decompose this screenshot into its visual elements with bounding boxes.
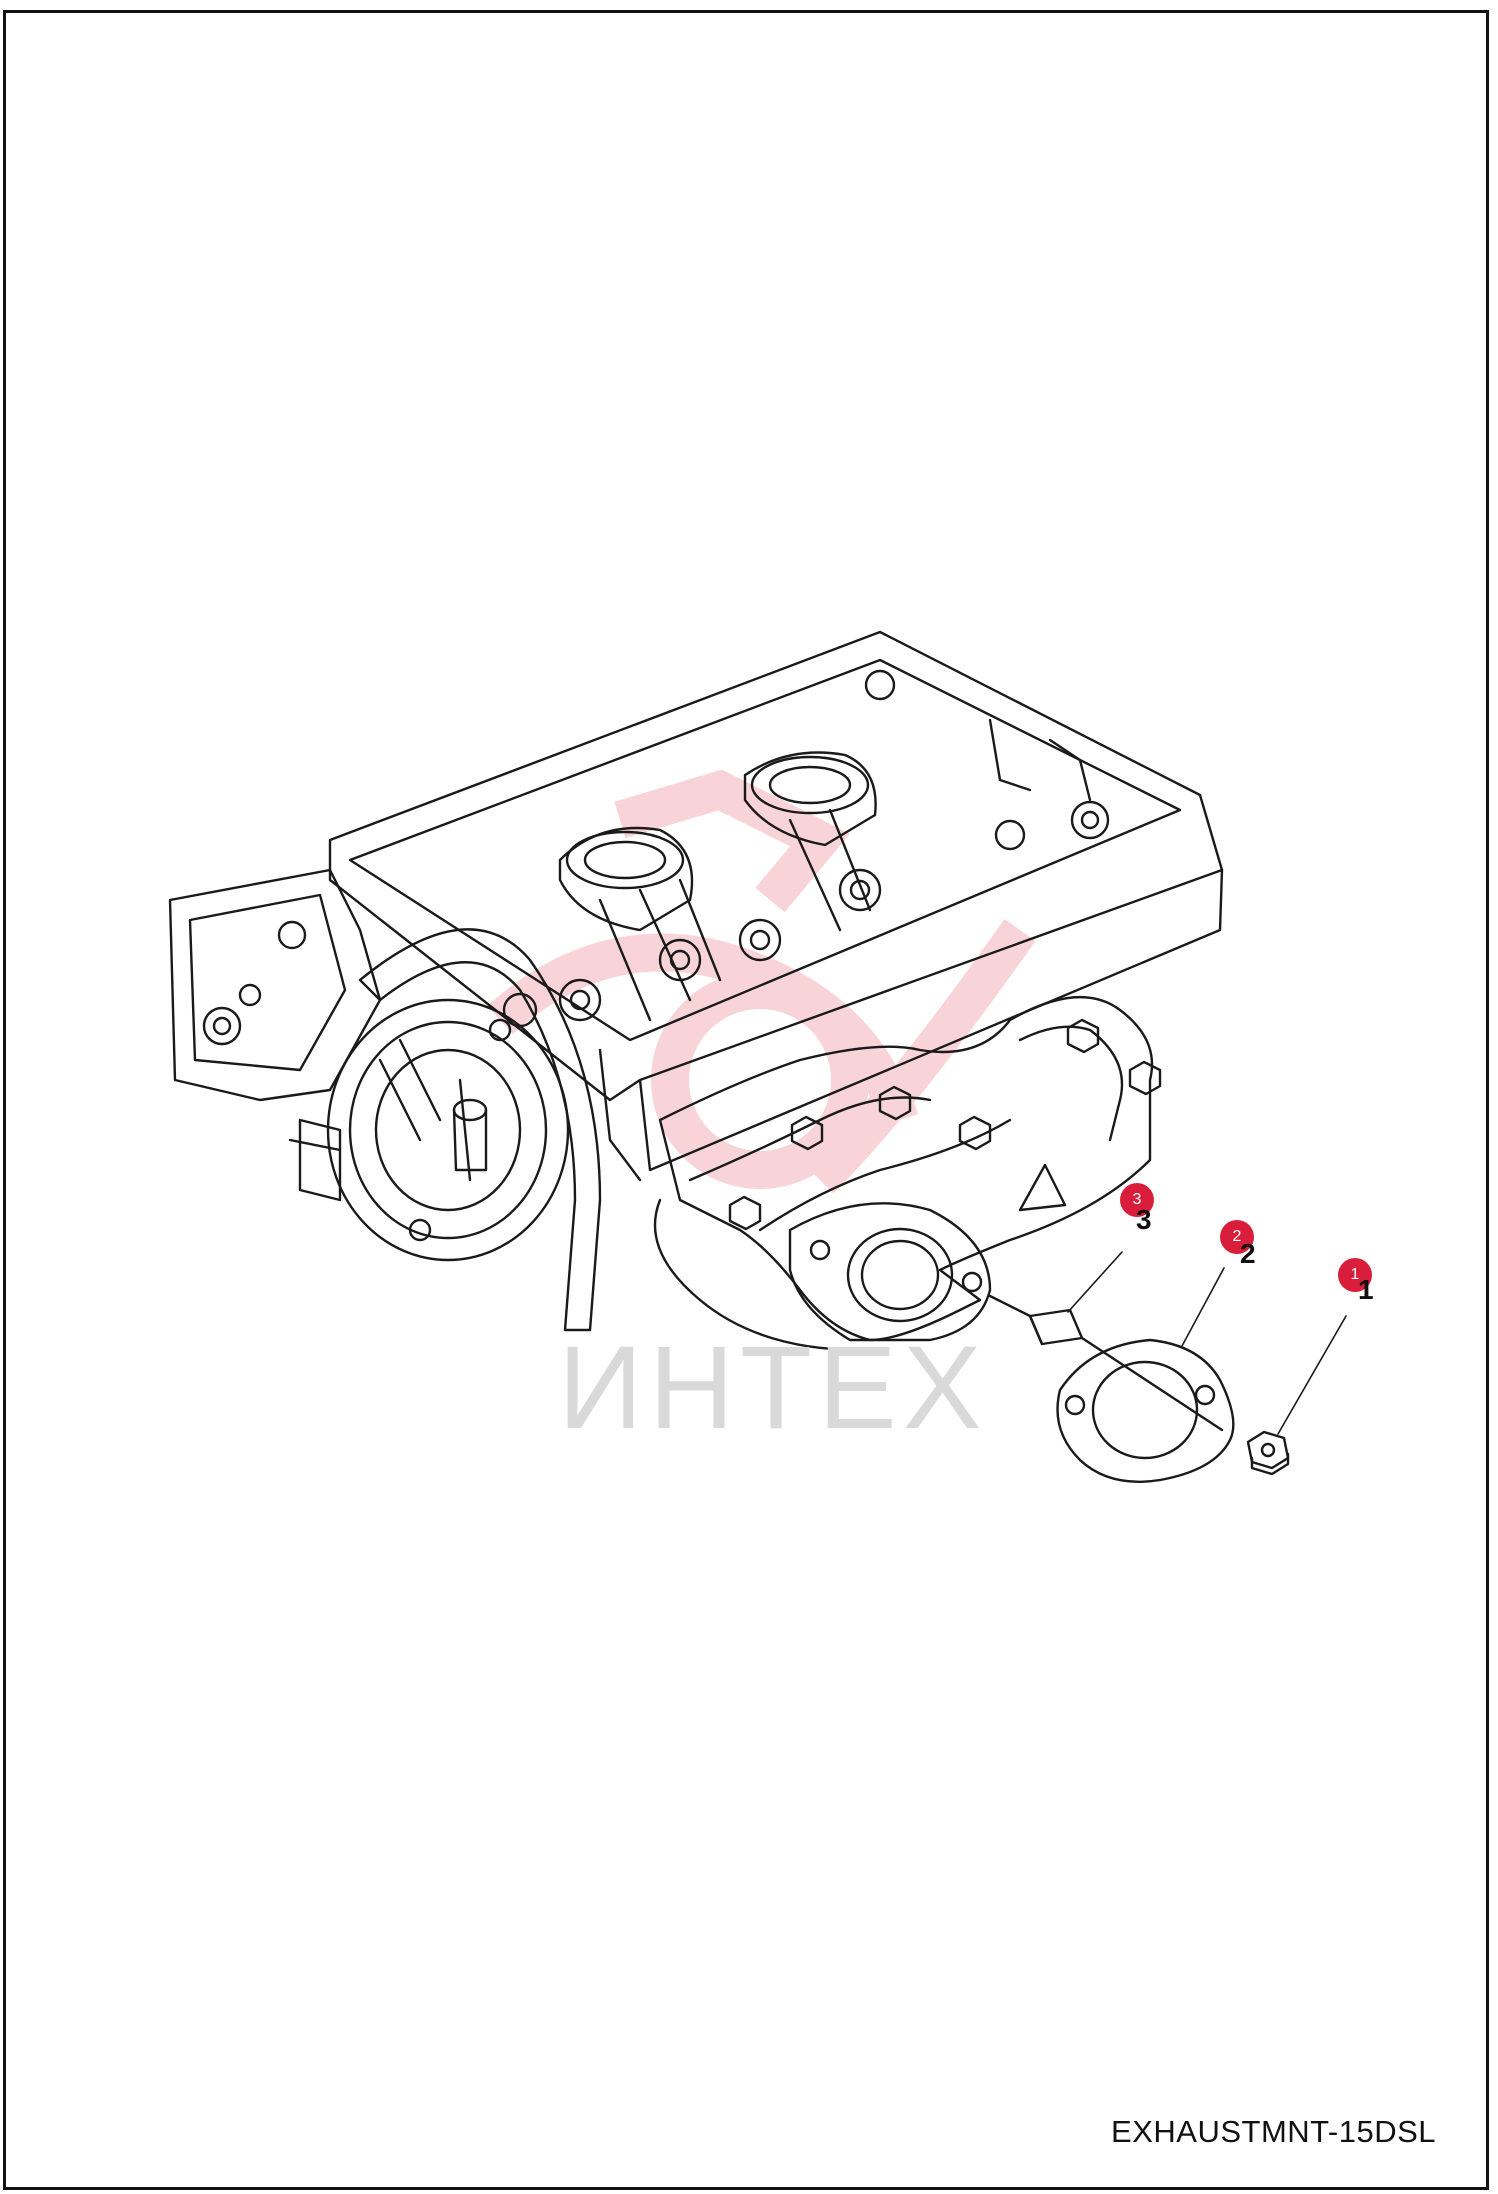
timing-gasket bbox=[358, 928, 602, 1332]
callout-1[interactable]: 1 bbox=[1338, 1258, 1372, 1292]
callout-3[interactable]: 3 bbox=[1120, 1183, 1154, 1217]
watermark-text: ИНТЕХ bbox=[558, 1322, 988, 1454]
manifold-nuts bbox=[728, 1018, 1162, 1231]
pulley-housing bbox=[326, 998, 570, 1262]
part-number-1: 1 bbox=[1358, 1274, 1374, 1305]
part-number-2: 2 bbox=[1240, 1238, 1256, 1269]
exhaust-manifold bbox=[653, 995, 1162, 1352]
gasket-part-2 bbox=[1056, 1336, 1235, 1483]
callout-2[interactable]: 2 bbox=[1220, 1220, 1254, 1254]
stud-part-3 bbox=[988, 1294, 1084, 1346]
drawing-frame bbox=[3, 10, 1489, 2190]
watermark-logo bbox=[487, 769, 1036, 1194]
part-number-3: 3 bbox=[1136, 1204, 1152, 1235]
drawing-code: EXHAUSTMNT-15DSL bbox=[1111, 2114, 1436, 2149]
nut-part-1 bbox=[1246, 1430, 1290, 1476]
leader-lines bbox=[1067, 1251, 1347, 1435]
cylinder-head bbox=[168, 630, 1224, 1202]
